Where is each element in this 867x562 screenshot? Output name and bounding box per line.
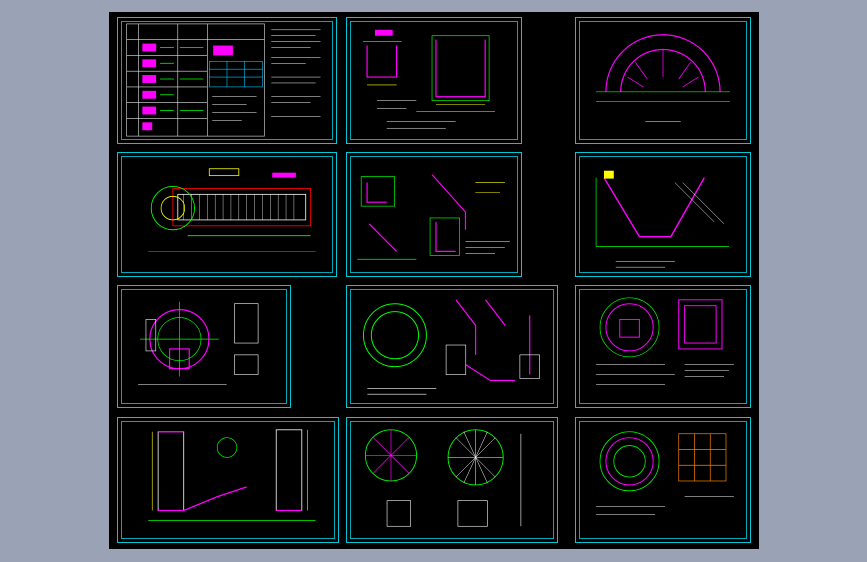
sheet-arc-plan[interactable] bbox=[575, 17, 751, 144]
sheet-round-pit-plan[interactable] bbox=[575, 285, 751, 408]
circular-plan-drawing bbox=[138, 301, 259, 385]
site-plan-drawing bbox=[148, 168, 316, 252]
sheet-wheel-plan[interactable] bbox=[346, 417, 558, 543]
wheel-plan-drawing bbox=[364, 429, 522, 527]
sheet-circular-plan[interactable] bbox=[117, 285, 291, 408]
sheet-vertical-section[interactable] bbox=[117, 417, 339, 543]
round-pit-plan-drawing bbox=[596, 297, 734, 385]
sheet-site-plan[interactable] bbox=[117, 152, 337, 277]
drawing-canvas bbox=[109, 12, 759, 549]
vertical-section-drawing bbox=[148, 429, 316, 521]
round-plan-grid-drawing bbox=[596, 431, 734, 515]
sheet-legend-table[interactable] bbox=[117, 17, 337, 144]
sheet-round-plan-grid[interactable] bbox=[575, 417, 751, 543]
ring-details-drawing bbox=[362, 299, 540, 395]
pit-section-drawing bbox=[363, 29, 496, 129]
legend-table-drawing bbox=[126, 23, 321, 137]
sheet-detail-sections[interactable] bbox=[346, 152, 522, 277]
detail-sections-drawing bbox=[357, 174, 510, 260]
arc-plan-drawing bbox=[596, 34, 730, 122]
sheet-pit-section[interactable] bbox=[346, 17, 522, 144]
sheet-v-section[interactable] bbox=[575, 152, 751, 277]
v-section-drawing bbox=[595, 170, 729, 268]
sheet-ring-details[interactable] bbox=[346, 285, 558, 408]
